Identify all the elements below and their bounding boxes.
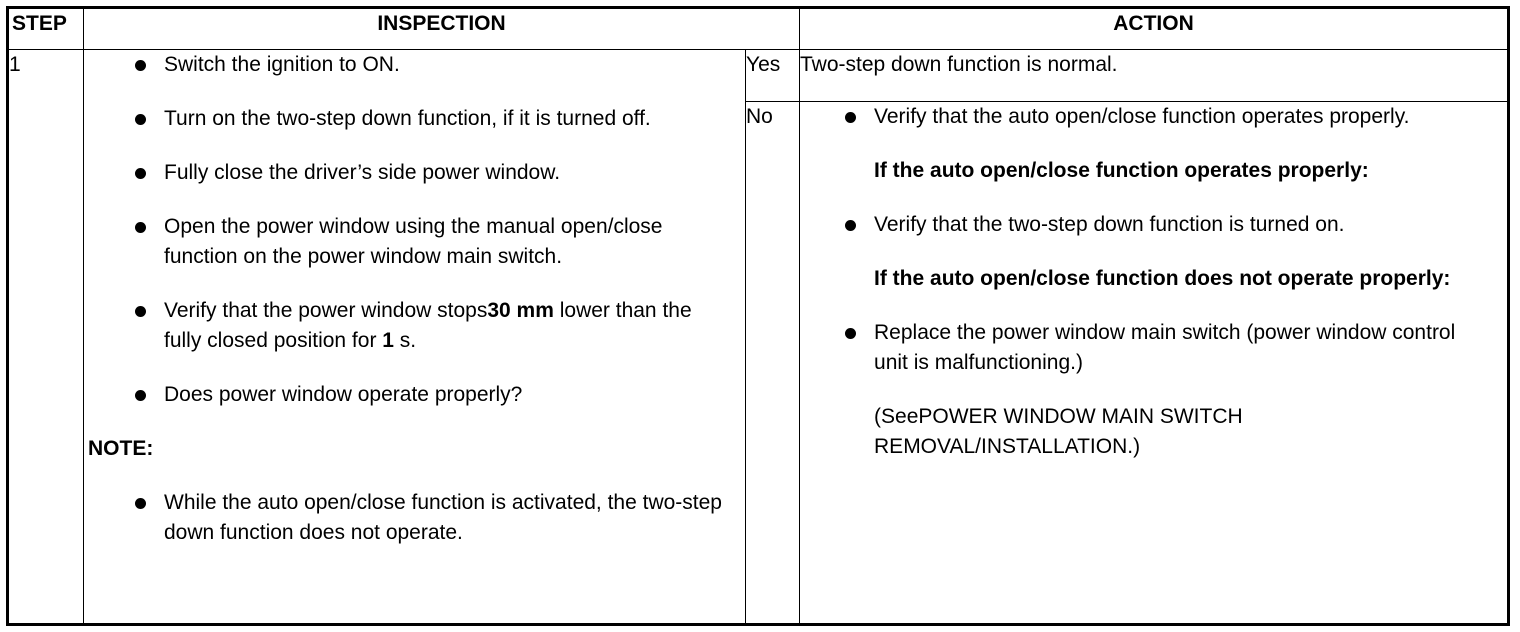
spec-value: 30 mm [487, 299, 554, 322]
bullet-icon [135, 114, 146, 125]
bullet-icon [135, 222, 146, 233]
action-list: Verify that the auto open/close function… [800, 102, 1507, 132]
bullet-icon [135, 60, 146, 71]
inspection-item: Fully close the driver’s side power wind… [84, 158, 745, 188]
yes-action: Two-step down function is normal. [799, 49, 1510, 102]
note-list: While the auto open/close function is ac… [84, 488, 745, 548]
diagnostic-table: STEP INSPECTION ACTION 1 Switch the igni… [6, 6, 1511, 626]
inspection-item: Switch the ignition to ON. [84, 50, 745, 80]
reference-link-text: (SeePOWER WINDOW MAIN SWITCH REMOVAL/INS… [874, 405, 1243, 458]
note-item: While the auto open/close function is ac… [84, 488, 745, 548]
no-action-cell: Verify that the auto open/close function… [799, 101, 1510, 625]
action-item: Verify that the two-step down function i… [800, 210, 1507, 240]
yes-label: Yes [744, 49, 801, 102]
bullet-icon [135, 498, 146, 509]
inspection-item: Turn on the two-step down function, if i… [84, 104, 745, 134]
bullet-icon [135, 306, 146, 317]
spec-value: 1 [382, 329, 394, 352]
action-list: Replace the power window main switch (po… [800, 318, 1507, 378]
action-list: Verify that the two-step down function i… [800, 210, 1507, 240]
bullet-icon [135, 168, 146, 179]
header-step: STEP [7, 7, 84, 50]
header-action: ACTION [799, 7, 1510, 50]
bullet-icon [135, 390, 146, 401]
inspection-item: Open the power window using the manual o… [84, 212, 745, 272]
action-condition: If the auto open/close function operates… [874, 159, 1369, 182]
header-row: STEP INSPECTION ACTION [7, 7, 1510, 50]
inspection-cell: Switch the ignition to ON. Turn on the t… [83, 49, 746, 625]
step-row-no: No Verify that the auto open/close funct… [8, 101, 1510, 625]
inspection-item: Verify that the power window stops30 mm … [84, 296, 745, 356]
bullet-icon [845, 112, 857, 123]
step-row-yes: 1 Switch the ignition to ON. Turn on the… [7, 49, 1510, 625]
action-condition: If the auto open/close function does not… [874, 267, 1451, 290]
action-item: Replace the power window main switch (po… [800, 318, 1507, 378]
note-label: NOTE: [88, 437, 154, 460]
inspection-item: Does power window operate properly? [84, 380, 745, 410]
step-number: 1 [7, 49, 84, 625]
no-label: No [744, 101, 801, 625]
bullet-icon [845, 328, 857, 339]
bullet-icon [845, 220, 857, 231]
inspection-list: Switch the ignition to ON. Turn on the t… [84, 50, 745, 410]
header-inspection: INSPECTION [82, 7, 801, 50]
action-item: Verify that the auto open/close function… [800, 102, 1507, 132]
